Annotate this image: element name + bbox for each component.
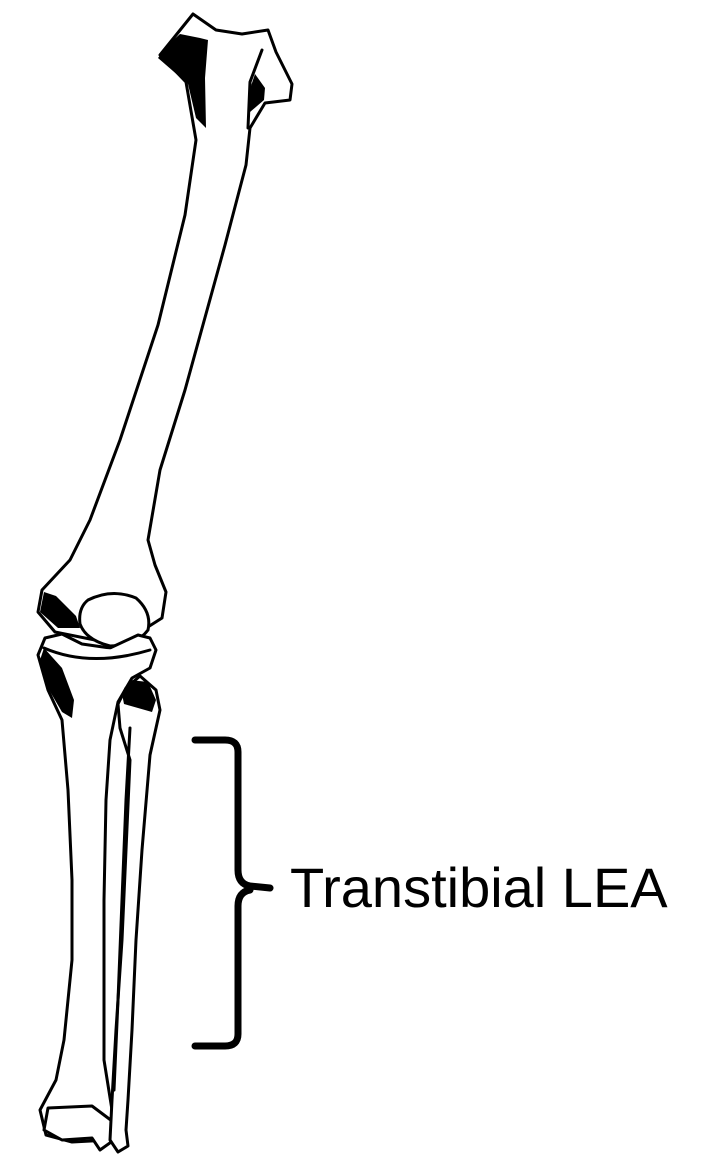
fibula-outline xyxy=(110,676,160,1152)
fibula xyxy=(110,676,160,1152)
amputation-level-label: Transtibial LEA xyxy=(290,856,668,919)
femur xyxy=(38,14,292,640)
amputation-level-bracket xyxy=(195,740,270,1046)
